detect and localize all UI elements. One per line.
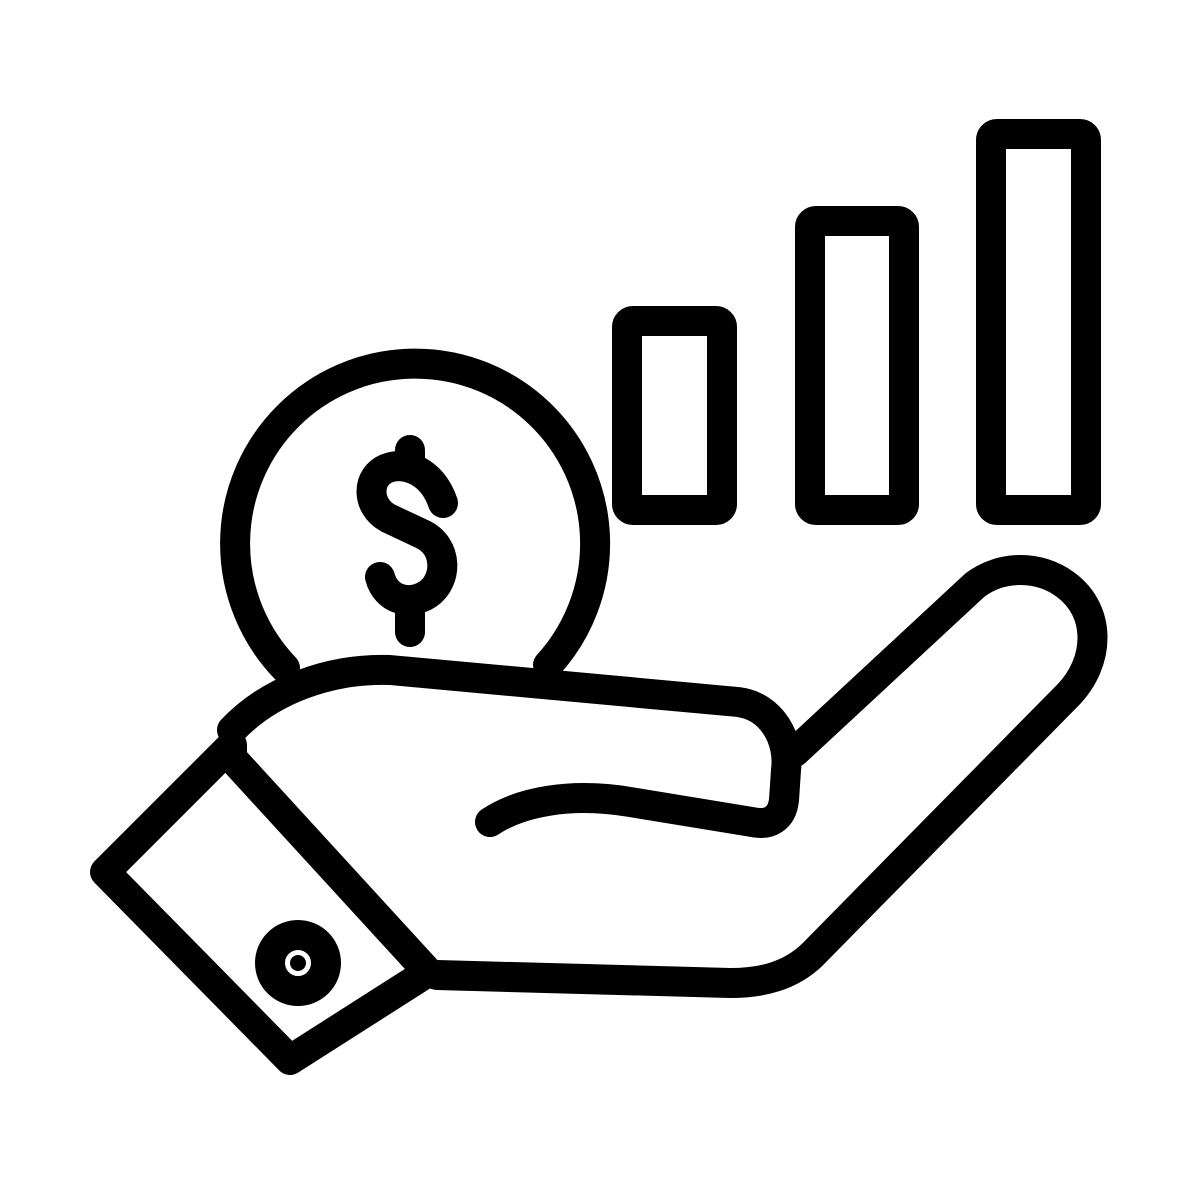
- hand-finger-outline: [422, 555, 1108, 998]
- shirt-cuff-outline: [90, 730, 443, 1075]
- icon-linework: [90, 119, 1108, 1075]
- hand-palm-outline: [217, 654, 802, 838]
- growth-bar-medium: [795, 206, 919, 525]
- cuff-button-hole: [290, 955, 306, 971]
- coin-outline: [220, 348, 611, 683]
- hand-icon: [90, 555, 1108, 1075]
- dollar-sign-icon: [356, 435, 458, 647]
- cuff-button-icon: [255, 920, 341, 1006]
- growth-bar-short: [612, 306, 737, 525]
- growth-bar-tall: [976, 119, 1101, 525]
